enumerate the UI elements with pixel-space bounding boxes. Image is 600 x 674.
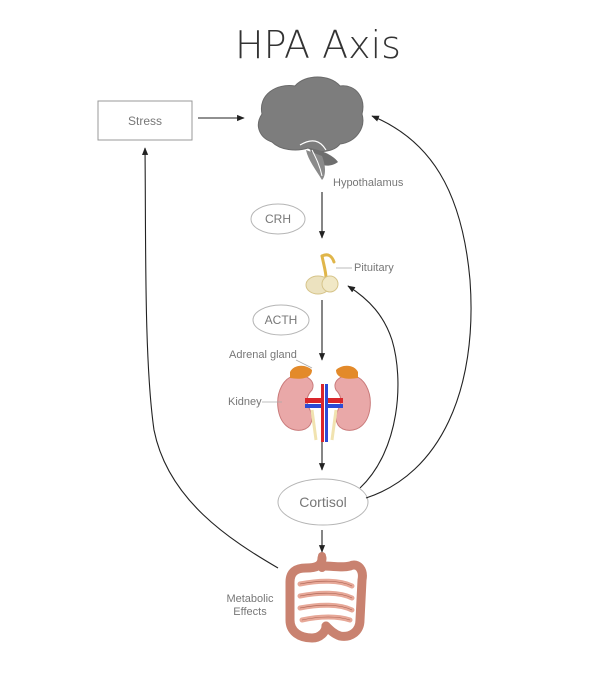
acth-label: ACTH [265,313,298,327]
pituitary-gland-icon [305,253,339,295]
crh-node: CRH [250,203,306,235]
cortisol-label: Cortisol [299,494,346,510]
crh-label: CRH [265,212,291,226]
edge-cortisol-to-hypothalamus-feedback [365,115,472,499]
pituitary-label: Pituitary [354,262,394,274]
diagram-title: HPA Axis [235,23,401,67]
acth-node: ACTH [252,304,310,336]
edge-cortisol-to-pituitary-feedback [347,285,399,489]
stress-label: Stress [128,114,162,128]
intestines-icon [285,552,367,643]
metabolic-effects-label-line2: Effects [233,606,267,618]
hypothalamus-label: Hypothalamus [333,177,404,189]
cortisol-node: Cortisol [277,478,369,526]
metabolic-effects-label-line1: Metabolic [226,593,274,605]
stress-node: Stress [97,100,193,141]
kidneys-adrenal-icon [277,365,371,442]
brain-icon [257,76,364,180]
adrenal-gland-label: Adrenal gland [229,349,297,361]
edge-metabolic-to-stress [141,147,279,569]
kidney-label: Kidney [228,396,262,408]
